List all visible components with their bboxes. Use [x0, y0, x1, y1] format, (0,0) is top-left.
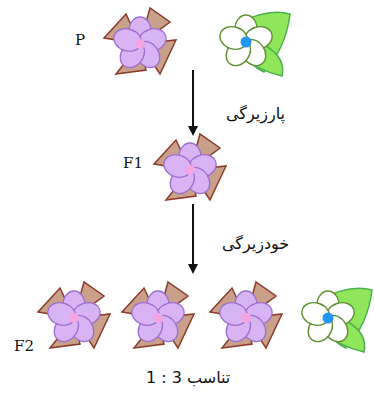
process-label: پارزیرگی [226, 104, 285, 123]
generation-label: F2 [14, 337, 34, 355]
ratio-label: تناسب 3 : 1 [146, 368, 230, 387]
generation-label: P [75, 31, 85, 49]
process-label: خودزیرگی [222, 234, 289, 253]
generation-label: F1 [123, 154, 143, 172]
